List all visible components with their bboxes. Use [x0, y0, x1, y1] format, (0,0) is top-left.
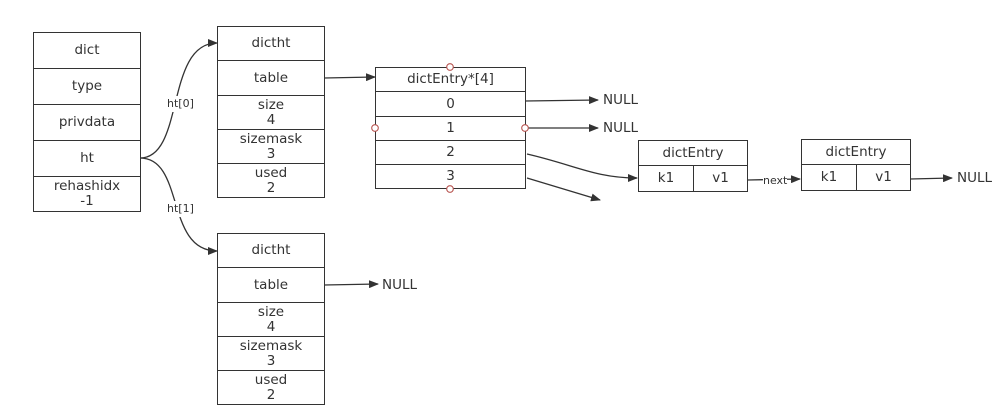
arrow-bucket2-entry [526, 153, 638, 182]
dict-field-ht: ht [33, 140, 141, 177]
null-entry-next: NULL [957, 170, 993, 186]
bucket-2: 2 [375, 140, 526, 165]
connection-point-left [371, 124, 379, 132]
dict-field-rehashidx: rehashidx -1 [33, 176, 141, 212]
null-ht1-table: NULL [382, 277, 418, 293]
dictht-1-field-used: used 2 [217, 370, 325, 405]
dict-entry-1-title: dictEntry [638, 140, 748, 166]
dictht-0-header: dictht [217, 26, 325, 61]
dictht-1-field-table: table [217, 267, 325, 303]
dictht-0-field-table: table [217, 60, 325, 96]
dict-entry-2-value: v1 [856, 164, 911, 191]
dict-field-privdata: privdata [33, 104, 141, 141]
bucket-1: 1 [375, 116, 526, 141]
dictht-1-header: dictht [217, 233, 325, 268]
arrow-ht1-null [323, 280, 379, 289]
connection-point-right [521, 124, 529, 132]
dict-entry-1-value: v1 [693, 165, 748, 192]
dict-entry-2-title: dictEntry [801, 139, 911, 165]
edge-label-next: next [763, 173, 788, 189]
null-bucket-1: NULL [603, 120, 639, 136]
dict-entry-2-key: k1 [801, 164, 857, 191]
connection-point-bottom [446, 185, 454, 193]
null-bucket-0: NULL [603, 92, 639, 108]
dict-field-type: type [33, 68, 141, 105]
dictht-1-field-size: size 4 [217, 302, 325, 337]
arrow-bucket0-null [524, 96, 599, 105]
arrow-entry2-null [909, 174, 953, 183]
connection-point-top [446, 63, 454, 71]
arrow-bucket3 [526, 177, 601, 202]
edge-label-ht1: ht[1] [167, 201, 194, 217]
bucket-3: 3 [375, 164, 526, 189]
dictht-0-field-used: used 2 [217, 163, 325, 198]
bucket-table-header: dictEntry*[4] [375, 67, 526, 92]
arrow-table [323, 73, 376, 82]
edge-label-ht0: ht[0] [167, 96, 194, 112]
